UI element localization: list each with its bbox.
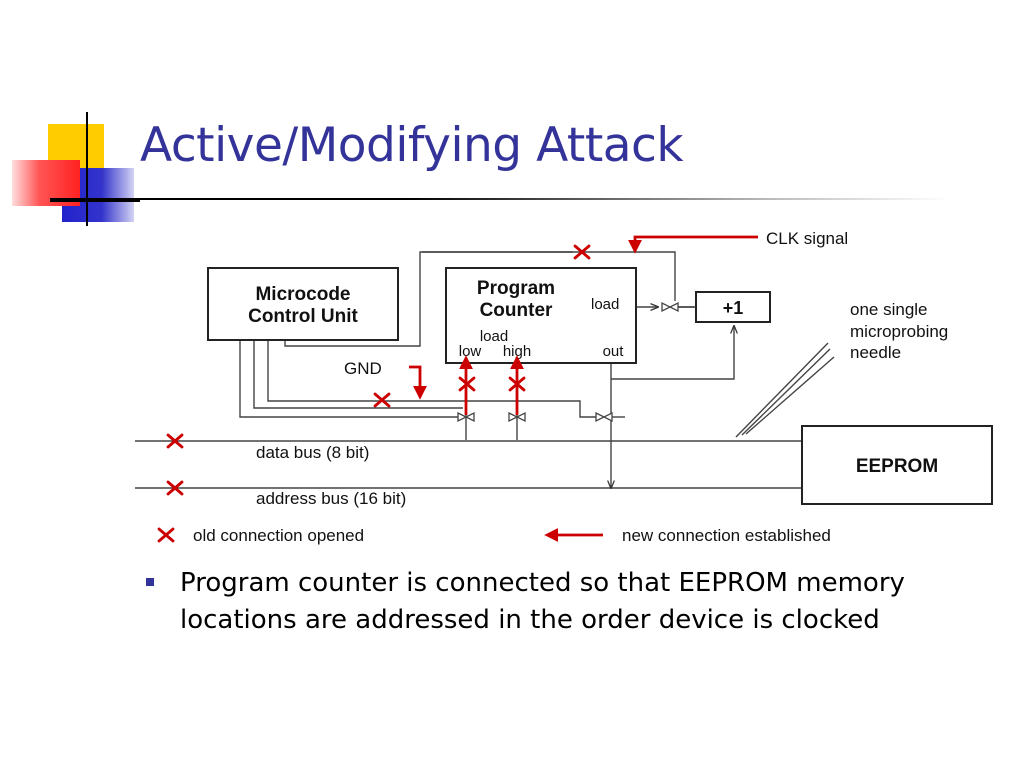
cross-address-bus (166, 480, 184, 496)
pc-high-label: high (503, 343, 531, 360)
increment-label: +1 (723, 298, 744, 318)
legend-old-label: old connection opened (193, 526, 364, 545)
pc-load-label: load (480, 328, 508, 345)
cross-pc-high (508, 376, 526, 392)
title-underline (50, 198, 950, 200)
mcu-wire-2 (253, 338, 463, 409)
valve-low (457, 411, 475, 423)
mcu-wire-5 (422, 251, 676, 301)
clk-signal-label: CLK signal (766, 229, 848, 248)
mcu-wire-1 (239, 338, 463, 418)
eeprom-box (801, 425, 993, 505)
needle-line-1 (735, 342, 829, 438)
data-bus-label: data bus (8 bit) (256, 443, 369, 462)
deco-horizontal-line (50, 200, 140, 202)
gnd-new-connection-arrow (409, 365, 427, 400)
cross-gnd-line (373, 392, 391, 408)
valve-high (508, 411, 526, 423)
cross-clk-top (573, 244, 591, 260)
legend-old-cross (157, 527, 175, 543)
increment-loop (611, 326, 734, 380)
legend-new-label: new connection established (622, 526, 831, 545)
gnd-label: GND (344, 359, 382, 378)
mcu-wire-3 (267, 338, 598, 418)
needle-label-3: needle (850, 343, 901, 362)
pc-label-1: Program (477, 278, 555, 299)
microcode-label-1: Microcode (255, 284, 350, 305)
address-bus-label: address bus (16 bit) (256, 489, 406, 508)
pc-load-port: load (591, 296, 619, 313)
clk-new-connection-arrow (628, 235, 758, 254)
slide-title: Active/Modifying Attack (140, 118, 684, 173)
cross-data-bus (166, 433, 184, 449)
valve-out (595, 411, 613, 423)
needle-line-2 (741, 348, 831, 436)
microcode-label-2: Control Unit (248, 306, 358, 327)
needle-line-3 (745, 356, 835, 435)
needle-label-2: microprobing (850, 322, 948, 341)
pc-out-label: out (603, 343, 625, 360)
bullet-text: Program counter is connected so that EEP… (180, 568, 905, 635)
attack-diagram: Microcode Control Unit Program Counter l… (135, 229, 993, 545)
valve-load (661, 301, 679, 313)
increment-box (695, 291, 771, 323)
eeprom-label: EEPROM (856, 456, 938, 477)
pc-low-label: low (459, 343, 482, 360)
pc-label-2: Counter (480, 300, 553, 321)
needle-label-1: one single (850, 300, 928, 319)
cross-pc-low (458, 376, 476, 392)
microcode-box (207, 267, 399, 341)
program-counter-box (445, 267, 637, 364)
bullet-list: Program counter is connected so that EEP… (140, 565, 1000, 639)
bullet-item: Program counter is connected so that EEP… (140, 565, 1000, 639)
bullet-square-icon (146, 578, 154, 586)
deco-vertical-line (86, 112, 88, 226)
